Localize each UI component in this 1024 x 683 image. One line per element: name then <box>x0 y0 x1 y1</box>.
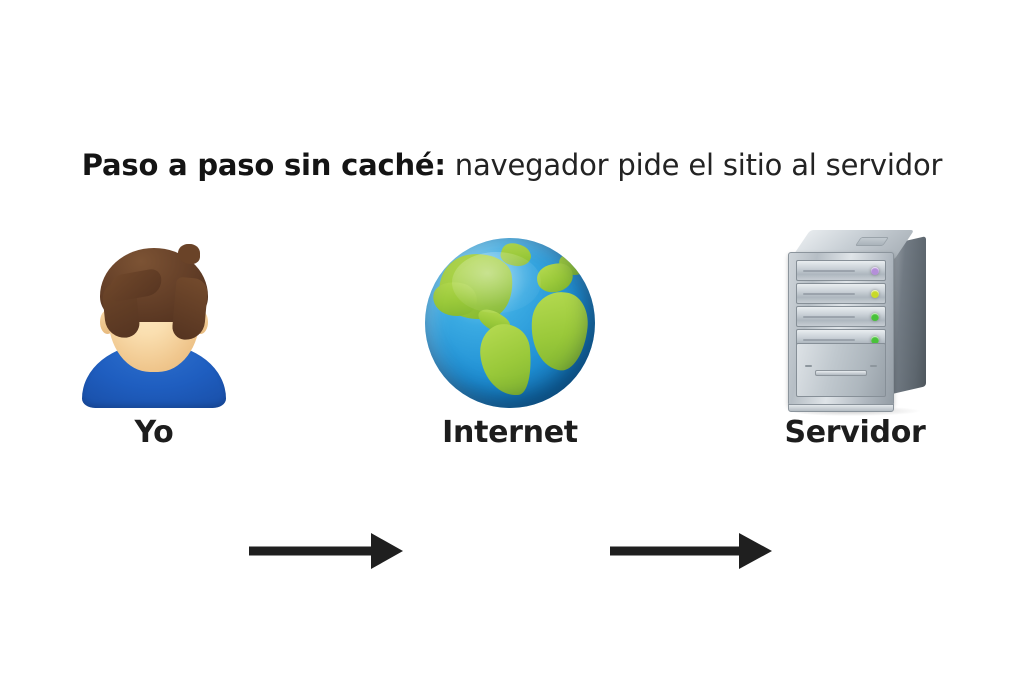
server-led-3 <box>871 312 879 321</box>
server-optical-drive <box>815 370 867 376</box>
flow-node-internet: Internet <box>410 228 610 452</box>
server-front-panel <box>788 252 894 406</box>
server-tower <box>784 230 926 416</box>
avatar-hair-tuft <box>178 244 200 264</box>
server-drive-bay <box>796 306 886 327</box>
flow-node-server: Servidor <box>760 228 950 452</box>
server-bay-slot <box>803 315 855 318</box>
server-base <box>788 404 894 412</box>
globe-landmass-europe <box>534 261 576 295</box>
page-title: Paso a paso sin caché: navegador pide el… <box>0 147 1024 183</box>
server-bay-slot <box>803 338 855 341</box>
server-panel-indicator-left <box>805 365 812 367</box>
server-lower-panel <box>796 343 886 397</box>
flow-node-label-internet: Internet <box>442 415 578 450</box>
globe-landmass-south-america <box>477 321 535 399</box>
avatar <box>80 236 228 408</box>
server-tower-icon <box>760 228 950 416</box>
flow-diagram: Yo <box>0 228 1024 569</box>
server-led-4 <box>871 335 879 344</box>
arrow-internet-to-server <box>610 531 772 571</box>
page-title-rest: navegador pide el sitio al servidor <box>445 148 943 182</box>
server-side-panel <box>892 236 926 394</box>
person-bust-icon <box>64 228 244 408</box>
server-drive-bay <box>796 260 886 281</box>
arrow-user-to-internet <box>249 531 403 571</box>
globe-landmass-africa <box>527 289 591 373</box>
server-bay-slot <box>803 292 855 295</box>
server-led-1 <box>871 266 879 275</box>
page-title-emphasis: Paso a paso sin caché: <box>81 148 446 182</box>
server-led-2 <box>871 289 879 298</box>
flow-node-user: Yo <box>64 228 244 452</box>
flow-node-label-server: Servidor <box>784 415 926 450</box>
server-panel-indicator-right <box>870 365 877 367</box>
flow-node-label-user: Yo <box>134 415 174 450</box>
server-bay-slot <box>803 269 855 272</box>
server-drive-bay <box>796 283 886 304</box>
globe-earth-icon <box>410 228 610 408</box>
globe <box>425 238 595 408</box>
